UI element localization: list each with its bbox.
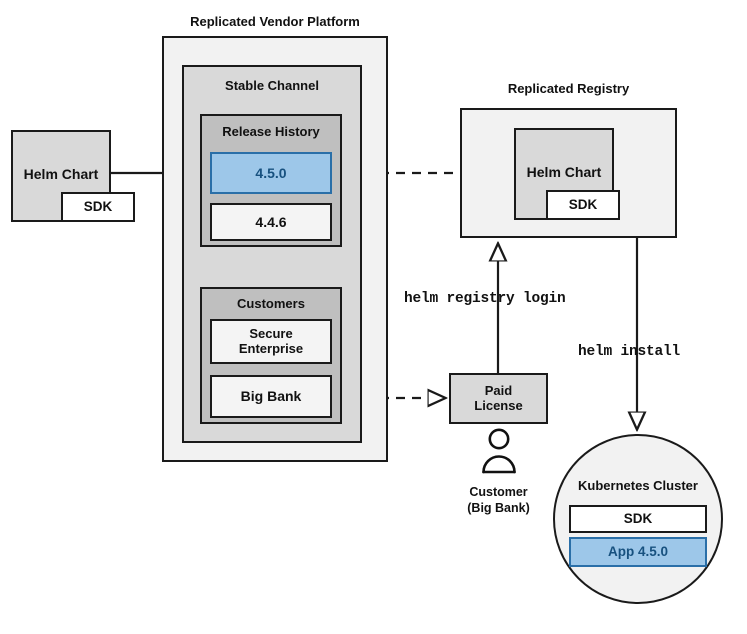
cluster-component-label: App 4.5.0 — [607, 544, 669, 560]
release-item-4-4-6[interactable]: 4.4.6 — [210, 203, 332, 241]
customer-actor-caption-line2: (Big Bank) — [467, 500, 530, 515]
command-helm-install: helm install — [578, 344, 681, 360]
registry-sdk-label: SDK — [568, 197, 598, 213]
vendor-platform-title: Replicated Vendor Platform — [190, 14, 360, 29]
replicated-registry-title: Replicated Registry — [507, 81, 630, 96]
customer-actor-caption-line1: Customer — [469, 485, 528, 499]
customer-actor-caption: Customer (Big Bank) — [449, 485, 548, 516]
release-version-label: 4.5.0 — [255, 164, 287, 181]
cluster-component-app: App 4.5.0 — [569, 537, 707, 567]
release-version-label: 4.4.6 — [255, 213, 287, 230]
source-sdk-label: SDK — [83, 199, 113, 215]
release-history-title: Release History — [222, 124, 320, 139]
customer-item-big-bank[interactable]: Big Bank — [210, 375, 332, 418]
registry-sdk-box: SDK — [546, 190, 620, 220]
customer-name-label: Big Bank — [240, 388, 302, 405]
kubernetes-cluster-title: Kubernetes Cluster — [578, 478, 698, 493]
customers-title: Customers — [237, 296, 305, 311]
person-icon — [482, 428, 516, 474]
command-helm-registry-login: helm registry login — [404, 291, 566, 307]
source-sdk-box: SDK — [61, 192, 135, 222]
stable-channel-title: Stable Channel — [225, 78, 319, 93]
registry-helm-chart-label: Helm Chart — [526, 164, 602, 180]
source-helm-chart-label: Helm Chart — [23, 166, 99, 182]
cluster-component-label: SDK — [623, 511, 653, 527]
cluster-component-sdk: SDK — [569, 505, 707, 533]
release-item-4-5-0[interactable]: 4.5.0 — [210, 152, 332, 194]
